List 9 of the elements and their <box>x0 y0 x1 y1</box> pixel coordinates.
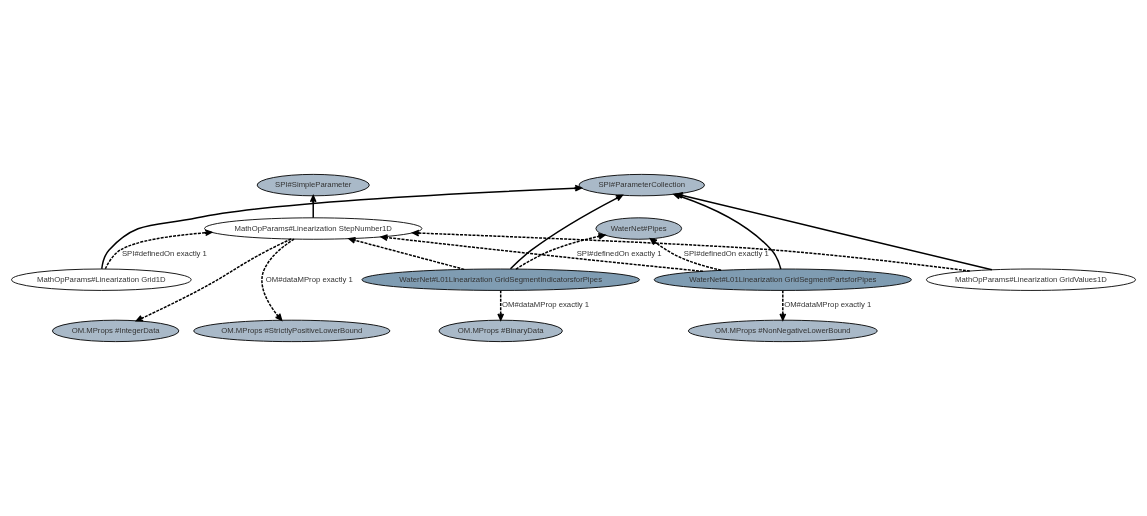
arrow <box>412 229 971 272</box>
arrow <box>104 229 213 270</box>
arrow <box>101 184 582 270</box>
arrow <box>348 236 465 271</box>
arrow <box>380 234 704 273</box>
arrow <box>779 289 787 321</box>
arrow <box>515 233 606 270</box>
arrow <box>309 195 317 219</box>
arrow <box>497 289 505 321</box>
